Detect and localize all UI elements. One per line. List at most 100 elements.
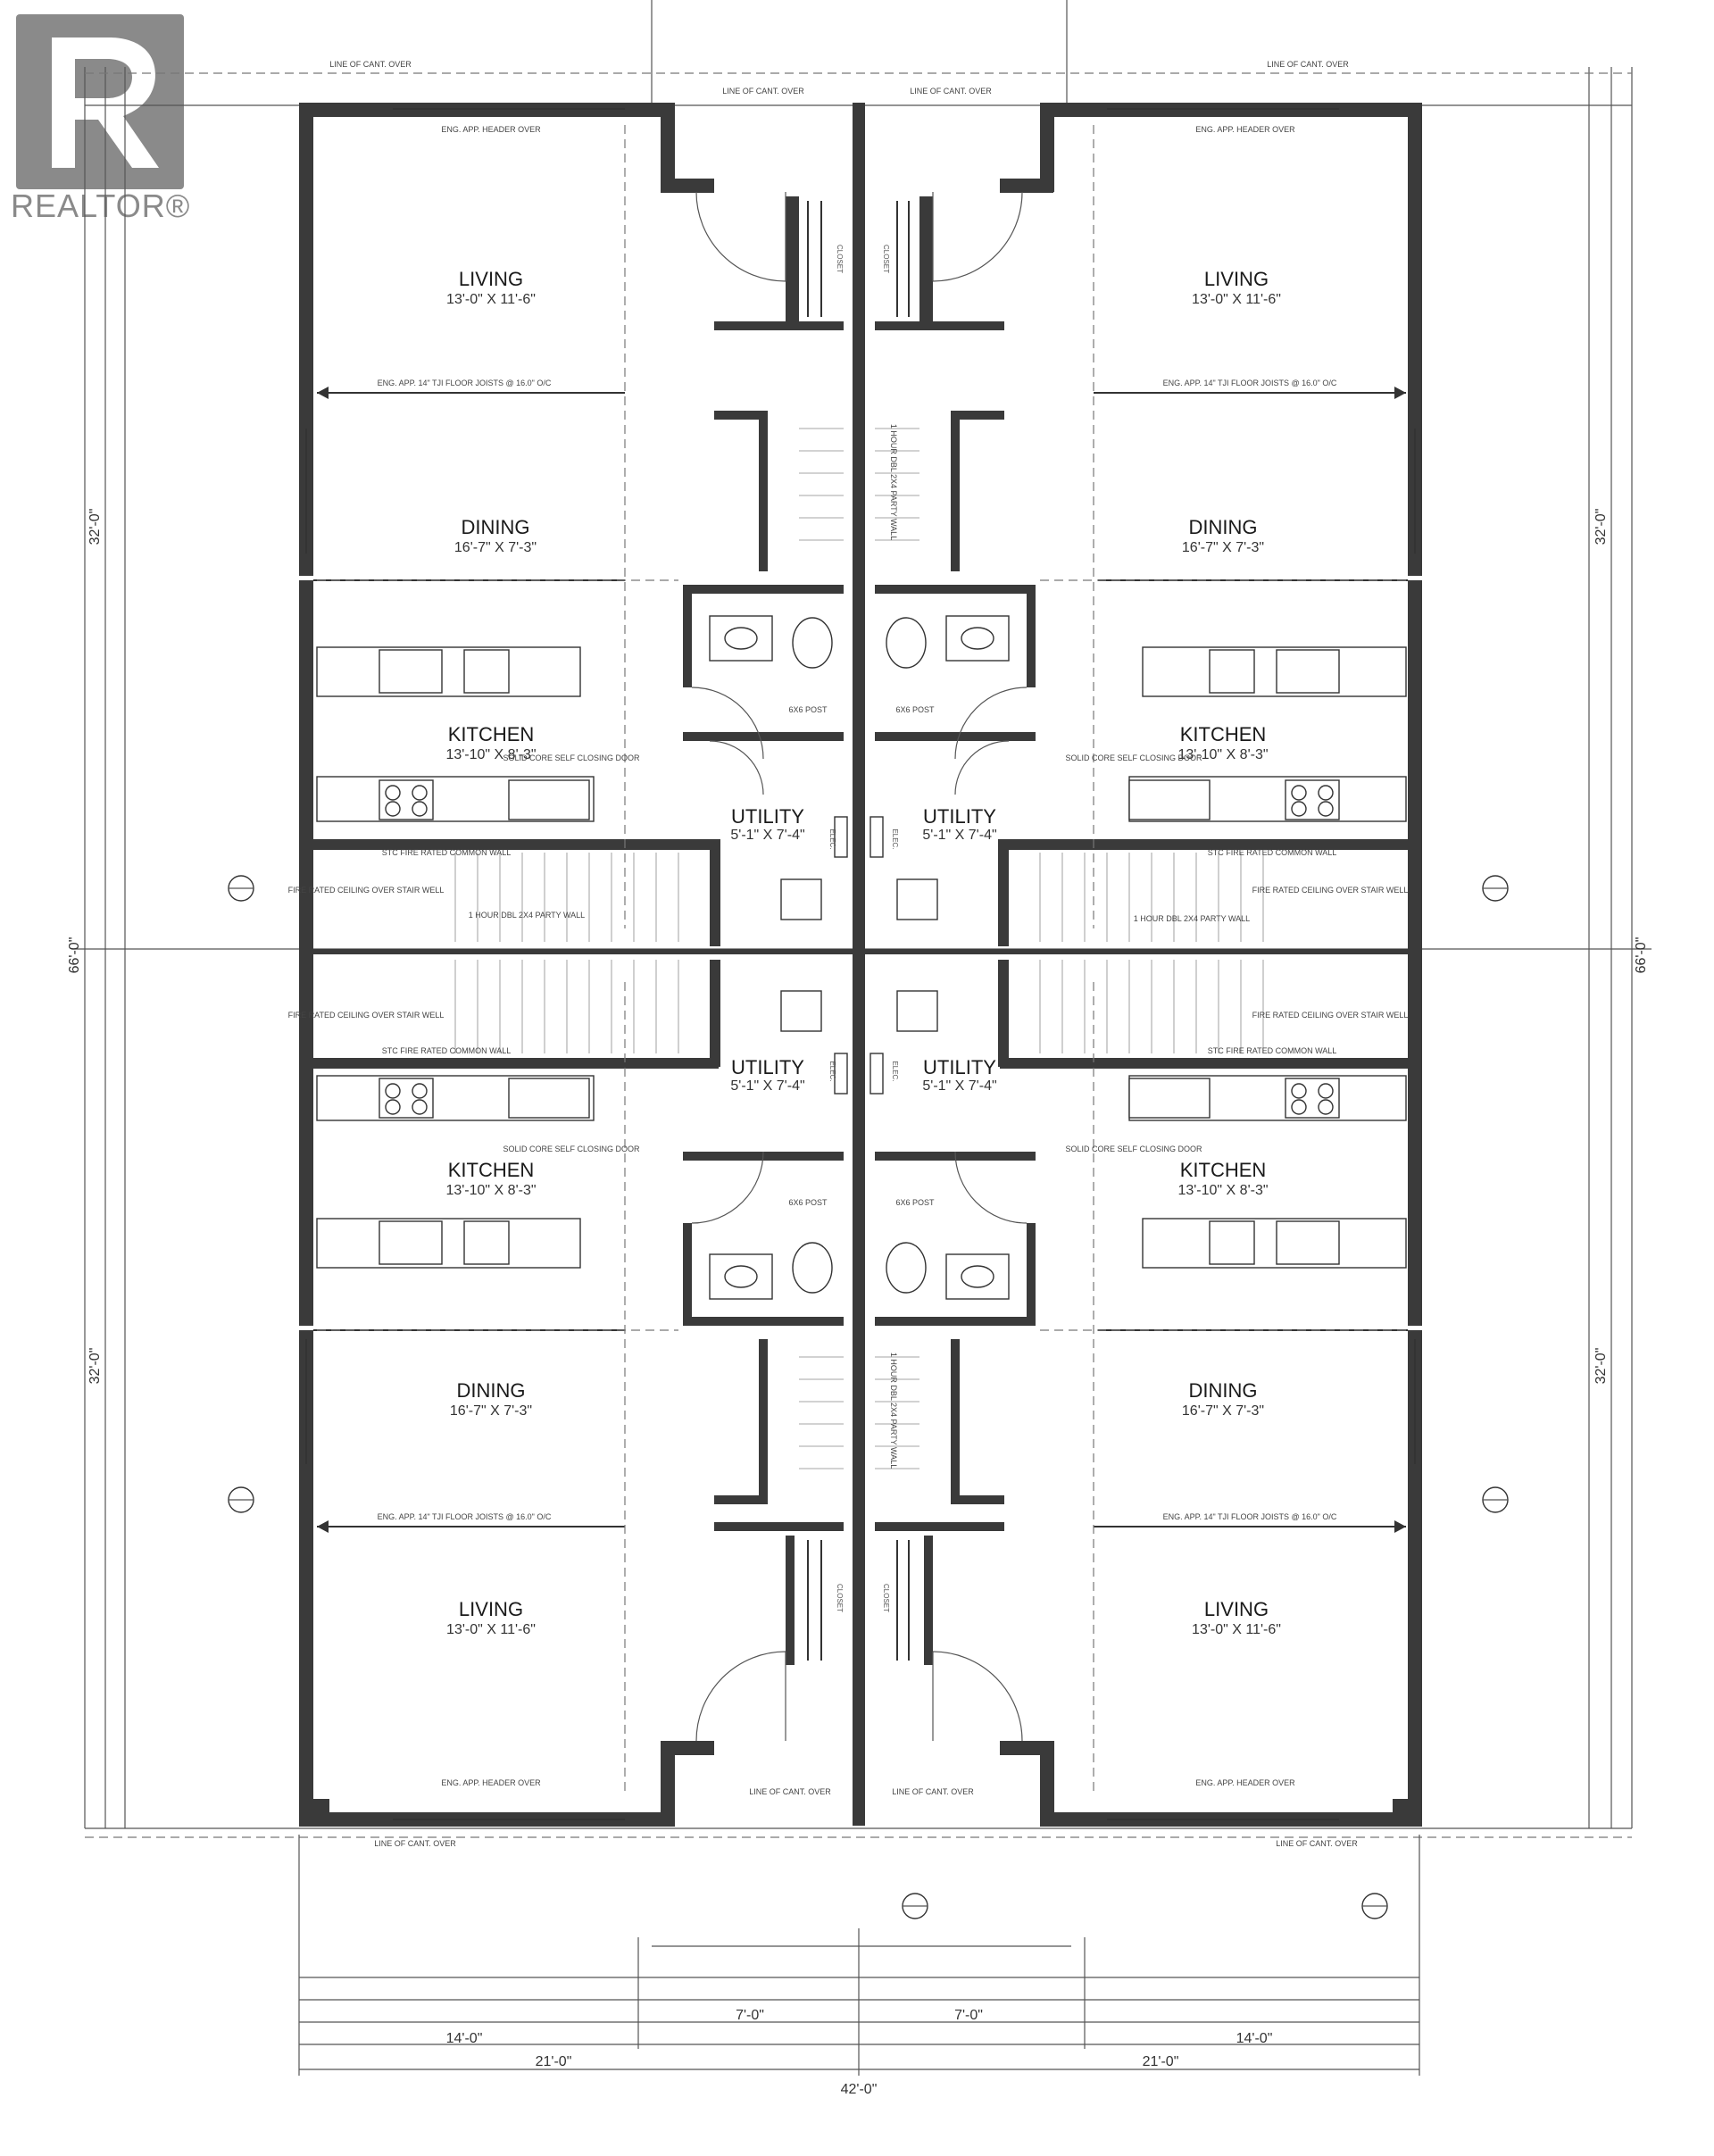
note-party-wall-lower: 1 HOUR DBL 2X4 PARTY WALL bbox=[889, 1353, 898, 1469]
bathroom-fixtures bbox=[709, 615, 1010, 1300]
room-kitchen-ur: KITCHEN bbox=[1180, 723, 1267, 745]
note-post-lr: 6X6 POST bbox=[895, 1198, 935, 1207]
room-labels: LIVING 13'-0" X 11'-6" DINING 16'-7" X 7… bbox=[445, 268, 1280, 1637]
dim-left-total: 66'-0" bbox=[67, 937, 82, 974]
closet-label-4: CLOSET bbox=[882, 1584, 890, 1612]
note-door-lr: SOLID CORE SELF CLOSING DOOR bbox=[1065, 1145, 1202, 1153]
room-utility-ul: UTILITY bbox=[731, 805, 804, 828]
note-joists-ur: ENG. APP. 14" TJI FLOOR JOISTS @ 16.0" O… bbox=[1163, 379, 1337, 387]
exterior-walls bbox=[299, 103, 1422, 1827]
note-joists-ll: ENG. APP. 14" TJI FLOOR JOISTS @ 16.0" O… bbox=[378, 1512, 552, 1521]
note-door-ll: SOLID CORE SELF CLOSING DOOR bbox=[503, 1145, 640, 1153]
closet-label-3: CLOSET bbox=[836, 1584, 844, 1612]
elec-label-3: ELEC. bbox=[828, 1061, 836, 1081]
dim-bottom-half-b: 14'-0" bbox=[1236, 2031, 1273, 2046]
room-living-ul: LIVING bbox=[459, 268, 523, 290]
room-dining-lr: DINING bbox=[1189, 1379, 1258, 1402]
note-post-ur: 6X6 POST bbox=[895, 705, 935, 714]
realtor-wordmark: REALTOR® bbox=[11, 187, 191, 224]
dim-left-upper: 32'-0" bbox=[87, 509, 103, 545]
note-cant-top-mid-left: LINE OF CANT. OVER bbox=[722, 87, 804, 96]
note-fire-ceiling-lr: FIRE RATED CEILING OVER STAIR WELL bbox=[1252, 1011, 1409, 1020]
room-dining-ll-dim: 16'-7" X 7'-3" bbox=[450, 1403, 532, 1419]
dimension-labels: 14'-0" 14'-0" 7'-0" 7'-0" 21'-0" 21'-0" … bbox=[67, 509, 1649, 2097]
note-header-ul: ENG. APP. HEADER OVER bbox=[441, 125, 541, 134]
section-markers bbox=[228, 875, 1509, 1919]
windows bbox=[305, 108, 1416, 1820]
joist-lines bbox=[317, 125, 1406, 1794]
note-door-ul: SOLID CORE SELF CLOSING DOOR bbox=[503, 753, 640, 762]
room-dining-ul: DINING bbox=[462, 516, 530, 538]
note-party-wall-upper: 1 HOUR DBL 2X4 PARTY WALL bbox=[889, 424, 898, 540]
dim-bottom-unit-b: 21'-0" bbox=[1143, 2054, 1179, 2069]
room-kitchen-ll-dim: 13'-10" X 8'-3" bbox=[445, 1183, 536, 1198]
note-cant-top-right: LINE OF CANT. OVER bbox=[1267, 60, 1349, 69]
dim-bottom-unit-a: 21'-0" bbox=[536, 2054, 572, 2069]
dim-bottom-half-a: 14'-0" bbox=[446, 2031, 483, 2046]
note-party-wall-left: 1 HOUR DBL 2X4 PARTY WALL bbox=[469, 911, 585, 920]
note-stc-ul: STC FIRE RATED COMMON WALL bbox=[382, 848, 512, 857]
note-fire-ceiling-ll: FIRE RATED CEILING OVER STAIR WELL bbox=[288, 1011, 445, 1020]
utility-equipment: ELEC. ELEC. ELEC. ELEC. bbox=[780, 816, 938, 1095]
note-cant-top-left: LINE OF CANT. OVER bbox=[329, 60, 412, 69]
room-living-ul-dim: 13'-0" X 11'-6" bbox=[446, 292, 536, 307]
dim-right-lower: 32'-0" bbox=[1593, 1348, 1609, 1385]
note-stc-lr: STC FIRE RATED COMMON WALL bbox=[1208, 1046, 1337, 1055]
note-stc-ll: STC FIRE RATED COMMON WALL bbox=[382, 1046, 512, 1055]
note-cant-bottom-mid-left: LINE OF CANT. OVER bbox=[749, 1787, 831, 1796]
note-cant-bottom-left: LINE OF CANT. OVER bbox=[374, 1839, 456, 1848]
note-fire-ceiling-ul: FIRE RATED CEILING OVER STAIR WELL bbox=[288, 886, 445, 895]
note-header-lr: ENG. APP. HEADER OVER bbox=[1195, 1778, 1295, 1787]
room-kitchen-ul-dim: 13'-10" X 8'-3" bbox=[445, 747, 536, 762]
kitchen-cabinets bbox=[316, 646, 1407, 1269]
room-living-ll-dim: 13'-0" X 11'-6" bbox=[446, 1622, 536, 1637]
note-cant-bottom-mid-right: LINE OF CANT. OVER bbox=[892, 1787, 974, 1796]
note-header-ur: ENG. APP. HEADER OVER bbox=[1195, 125, 1295, 134]
stairs bbox=[454, 428, 1264, 1469]
room-kitchen-ll: KITCHEN bbox=[448, 1159, 535, 1181]
room-living-ur-dim: 13'-0" X 11'-6" bbox=[1192, 292, 1281, 307]
dim-bottom-mid-a: 7'-0" bbox=[736, 2008, 764, 2023]
room-dining-ll: DINING bbox=[457, 1379, 526, 1402]
note-cant-bottom-right: LINE OF CANT. OVER bbox=[1276, 1839, 1358, 1848]
room-kitchen-ur-dim: 13'-10" X 8'-3" bbox=[1177, 747, 1268, 762]
closet-label-1: CLOSET bbox=[836, 245, 844, 273]
plan-notes: LINE OF CANT. OVER LINE OF CANT. OVER LI… bbox=[288, 60, 1409, 1848]
room-living-ll: LIVING bbox=[459, 1598, 523, 1620]
dim-bottom-mid-b: 7'-0" bbox=[954, 2008, 983, 2023]
room-dining-lr-dim: 16'-7" X 7'-3" bbox=[1182, 1403, 1264, 1419]
dim-bottom-total: 42'-0" bbox=[841, 2082, 878, 2097]
room-living-ur: LIVING bbox=[1204, 268, 1269, 290]
dim-left-lower: 32'-0" bbox=[87, 1348, 103, 1385]
room-dining-ur-dim: 16'-7" X 7'-3" bbox=[1182, 540, 1264, 555]
closets: CLOSET CLOSET CLOSET CLOSET bbox=[790, 196, 928, 1661]
room-utility-ul-dim: 5'-1" X 7'-4" bbox=[730, 828, 804, 843]
dim-right-upper: 32'-0" bbox=[1593, 509, 1609, 545]
note-post-ll: 6X6 POST bbox=[788, 1198, 828, 1207]
room-dining-ul-dim: 16'-7" X 7'-3" bbox=[454, 540, 537, 555]
note-cant-top-mid-right: LINE OF CANT. OVER bbox=[910, 87, 992, 96]
note-fire-ceiling-ur: FIRE RATED CEILING OVER STAIR WELL bbox=[1252, 886, 1409, 895]
room-utility-ll: UTILITY bbox=[731, 1056, 804, 1078]
note-joists-lr: ENG. APP. 14" TJI FLOOR JOISTS @ 16.0" O… bbox=[1163, 1512, 1337, 1521]
room-living-lr: LIVING bbox=[1204, 1598, 1269, 1620]
room-living-lr-dim: 13'-0" X 11'-6" bbox=[1192, 1622, 1281, 1637]
room-kitchen-lr-dim: 13'-10" X 8'-3" bbox=[1177, 1183, 1268, 1198]
note-header-ll: ENG. APP. HEADER OVER bbox=[441, 1778, 541, 1787]
room-utility-ur-dim: 5'-1" X 7'-4" bbox=[922, 828, 996, 843]
room-utility-ll-dim: 5'-1" X 7'-4" bbox=[730, 1078, 804, 1094]
elec-label-1: ELEC. bbox=[828, 828, 836, 849]
note-post-ul: 6X6 POST bbox=[788, 705, 828, 714]
room-utility-ur: UTILITY bbox=[923, 805, 996, 828]
room-dining-ur: DINING bbox=[1189, 516, 1258, 538]
elec-label-2: ELEC. bbox=[891, 828, 899, 849]
room-utility-lr-dim: 5'-1" X 7'-4" bbox=[922, 1078, 996, 1094]
closet-label-2: CLOSET bbox=[882, 245, 890, 273]
dim-right-total: 66'-0" bbox=[1634, 937, 1649, 974]
note-door-ur: SOLID CORE SELF CLOSING DOOR bbox=[1065, 753, 1202, 762]
note-joists-ul: ENG. APP. 14" TJI FLOOR JOISTS @ 16.0" O… bbox=[378, 379, 552, 387]
note-party-wall-right: 1 HOUR DBL 2X4 PARTY WALL bbox=[1134, 914, 1250, 923]
room-kitchen-ul: KITCHEN bbox=[448, 723, 535, 745]
door-swings bbox=[691, 191, 1028, 1742]
